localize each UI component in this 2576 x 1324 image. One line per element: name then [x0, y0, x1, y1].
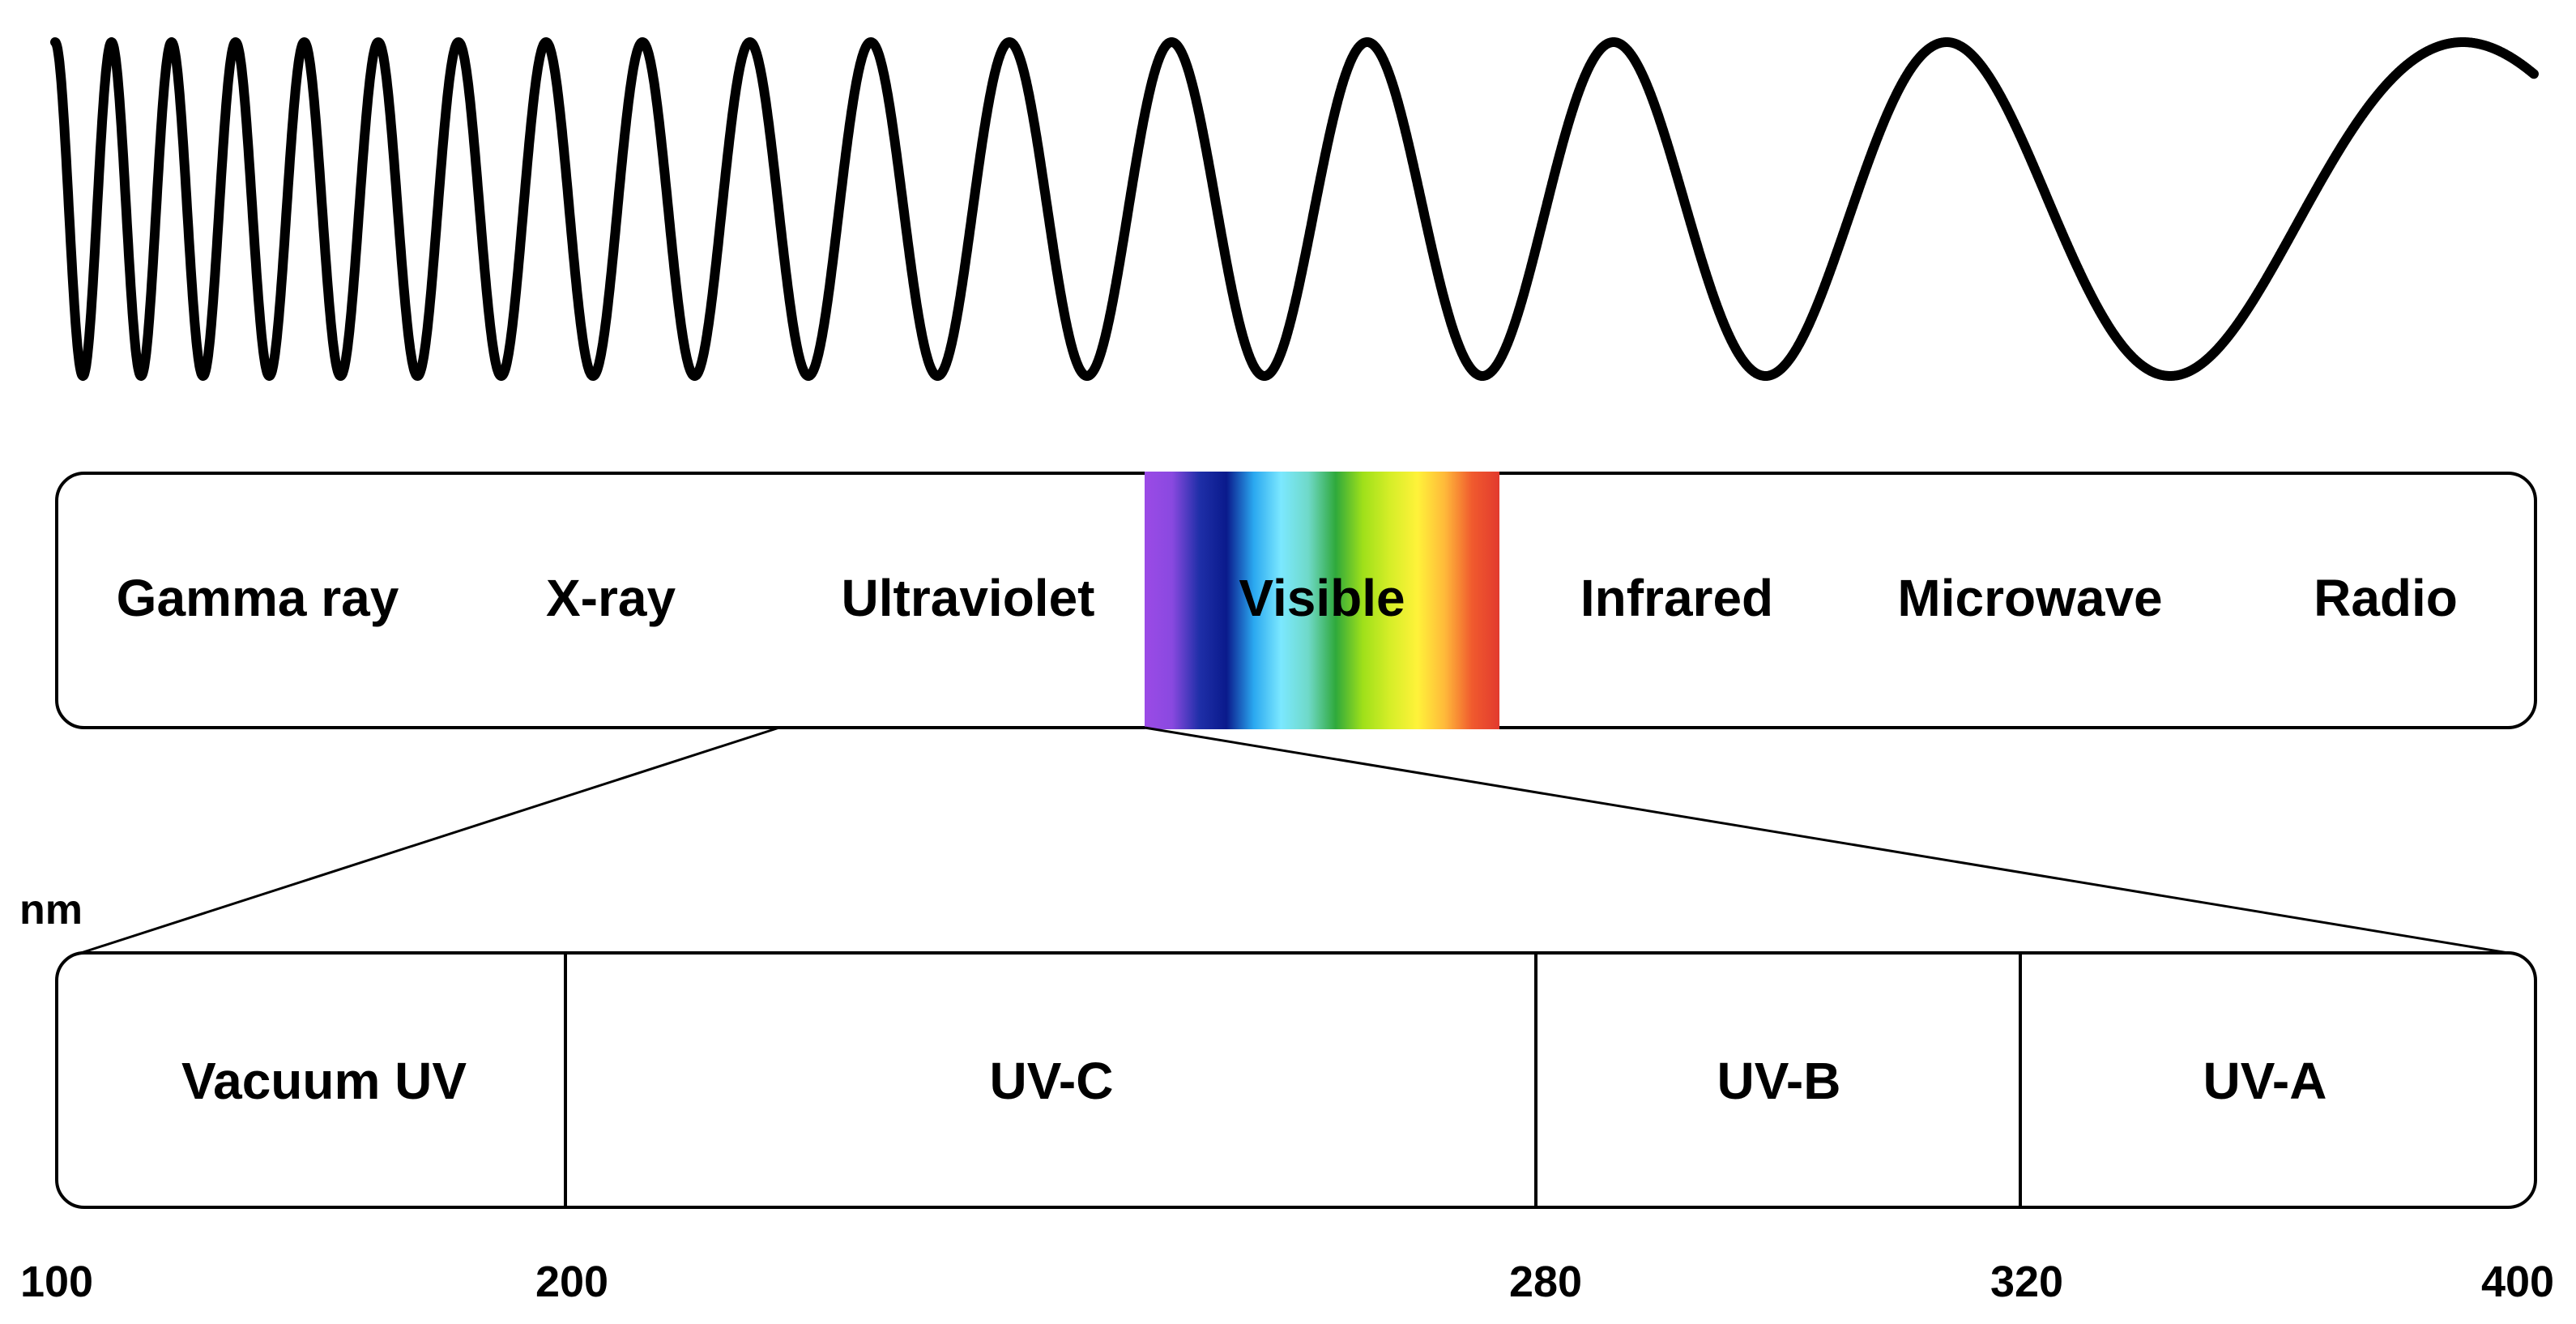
- band-label-microwave: Microwave: [1897, 569, 2162, 627]
- zoom-line-right: [1144, 726, 2509, 955]
- spectrum-bar: Gamma ray X-ray Ultraviolet Visible Infr…: [55, 472, 2537, 729]
- tick-label-320: 320: [1990, 1258, 2063, 1306]
- wave-illustration: [50, 37, 2539, 381]
- tick-label-400: 400: [2481, 1258, 2554, 1306]
- band-label-x-ray: X-ray: [546, 569, 676, 627]
- segment-label-uv-a: UV-A: [2203, 1052, 2327, 1110]
- visible-band-gradient: [1145, 472, 1499, 729]
- unit-label-nm: nm: [19, 886, 83, 933]
- uv-detail-box: [55, 951, 2537, 1209]
- zoom-line-left: [80, 726, 780, 955]
- wavelength-scale: 100 200 280 320 400: [20, 1258, 2554, 1306]
- segment-label-uv-b: UV-B: [1717, 1052, 1841, 1110]
- uv-detail-bar: Vacuum UV UV-C UV-B UV-A: [55, 951, 2537, 1209]
- band-label-radio: Radio: [2314, 569, 2458, 627]
- band-label-gamma-ray: Gamma ray: [117, 569, 399, 627]
- band-label-infrared: Infrared: [1580, 569, 1773, 627]
- band-label-visible: Visible: [1239, 569, 1405, 627]
- tick-label-100: 100: [20, 1258, 93, 1306]
- band-label-ultraviolet: Ultraviolet: [842, 569, 1095, 627]
- segment-label-uv-c: UV-C: [990, 1052, 1114, 1110]
- segment-label-vacuum-uv: Vacuum UV: [181, 1052, 467, 1110]
- tick-label-280: 280: [1509, 1258, 1582, 1306]
- tick-label-200: 200: [535, 1258, 608, 1306]
